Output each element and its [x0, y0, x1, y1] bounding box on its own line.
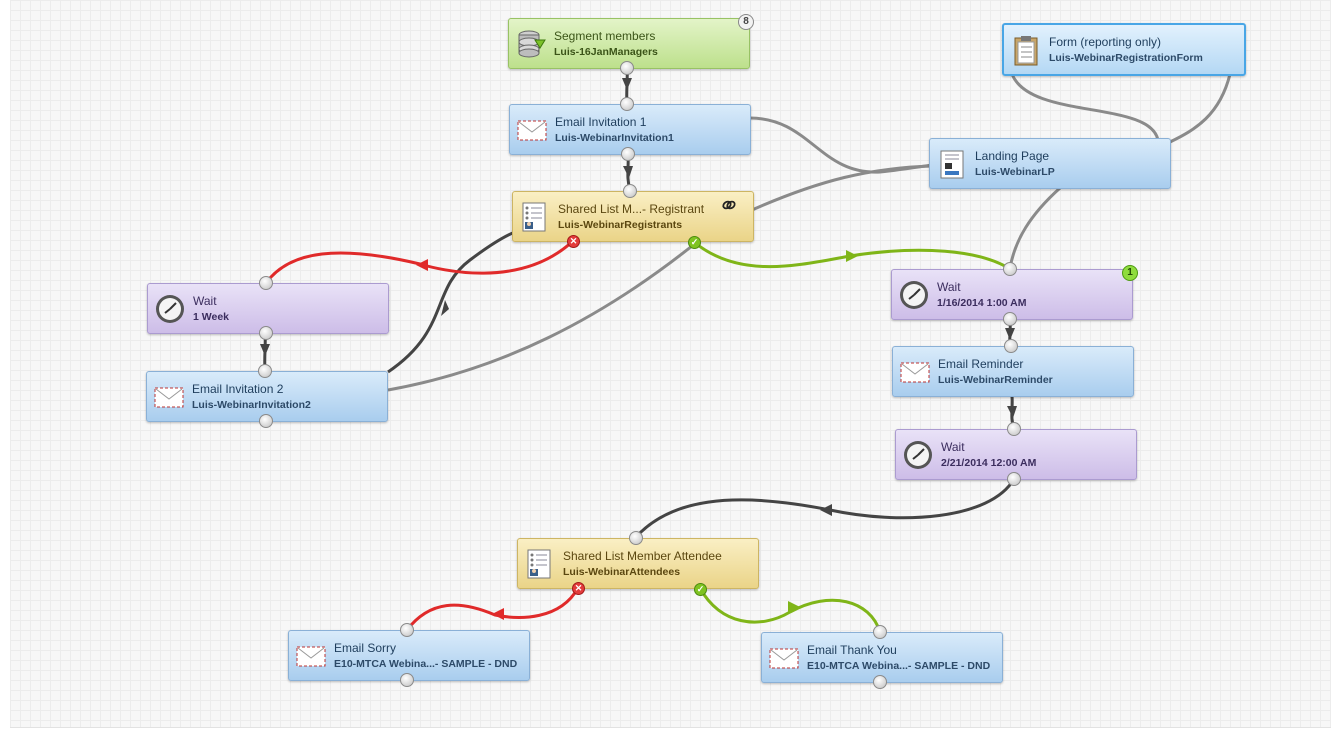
- node-title: Email Sorry: [334, 641, 397, 655]
- port-inv1-out[interactable]: [621, 147, 635, 161]
- port-registrant-in[interactable]: [623, 184, 637, 198]
- node-subtitle: Luis-16JanManagers: [554, 46, 658, 58]
- no-registrant-wait: [264, 239, 575, 284]
- node-subtitle: E10-MTCA Webina...- SAMPLE - DND: [334, 658, 518, 670]
- database-icon: [518, 30, 546, 58]
- envelope-icon: [517, 120, 547, 141]
- node-title: Wait: [937, 280, 961, 294]
- node-title: Landing Page: [975, 149, 1050, 163]
- node-subtitle: Luis-WebinarRegistrationForm: [1049, 52, 1203, 64]
- node-subtitle: Luis-WebinarReminder: [938, 374, 1053, 386]
- email-invitation-1-node[interactable]: Email Invitation 1 Luis-WebinarInvitatio…: [509, 104, 751, 155]
- port-wait-feb-out[interactable]: [1007, 472, 1021, 486]
- shared-list-registrant-node[interactable]: Shared List M...- Registrant Luis-Webina…: [512, 191, 754, 242]
- clock-icon: [156, 295, 184, 323]
- node-title: Form (reporting only): [1049, 35, 1162, 49]
- node-title: Shared List M...- Registrant: [558, 202, 705, 216]
- contact-count-badge: 1: [1122, 265, 1138, 281]
- email-sorry-node[interactable]: Email Sorry E10-MTCA Webina...- SAMPLE -…: [288, 630, 530, 681]
- contact-list-icon: [522, 202, 546, 232]
- no-branch-icon[interactable]: ✕: [567, 235, 580, 248]
- port-wait-week-out[interactable]: [259, 326, 273, 340]
- port-reminder-in[interactable]: [1004, 339, 1018, 353]
- port-sorry-in[interactable]: [400, 623, 414, 637]
- shared-list-attendee-node[interactable]: Shared List Member Attendee Luis-Webinar…: [517, 538, 759, 589]
- node-subtitle: 1 Week: [193, 311, 229, 323]
- port-thanks-in[interactable]: [873, 625, 887, 639]
- port-inv2-out[interactable]: [259, 414, 273, 428]
- node-title: Email Reminder: [938, 357, 1024, 371]
- node-title: Wait: [941, 440, 965, 454]
- wait-1-week-node[interactable]: Wait 1 Week: [147, 283, 389, 334]
- envelope-icon: [154, 387, 184, 408]
- envelope-icon: [900, 362, 930, 383]
- link-landing-wait: [1008, 186, 1062, 269]
- node-subtitle: Luis-WebinarInvitation2: [192, 399, 311, 411]
- yes-branch-icon[interactable]: ✓: [694, 583, 707, 596]
- clock-icon: [900, 281, 928, 309]
- node-subtitle: E10-MTCA Webina...- SAMPLE - DND: [807, 660, 991, 672]
- node-subtitle: Luis-WebinarLP: [975, 166, 1055, 178]
- node-subtitle: Luis-WebinarInvitation1: [555, 132, 674, 144]
- link-form-landing-left: [1010, 73, 1160, 141]
- port-inv1-in[interactable]: [620, 97, 634, 111]
- link-inv2-shared: [387, 240, 698, 392]
- node-title: Shared List Member Attendee: [563, 549, 722, 563]
- port-wait-jan-in[interactable]: [1003, 262, 1017, 276]
- flow-inv2-shared: [387, 230, 516, 374]
- clock-icon: [904, 441, 932, 469]
- node-title: Segment members: [554, 29, 656, 43]
- form-reporting-node[interactable]: Form (reporting only) Luis-WebinarRegist…: [1002, 23, 1246, 76]
- link-shared-landing: [751, 164, 933, 212]
- no-attendee-sorry: [405, 587, 580, 631]
- node-title: Email Invitation 1: [555, 115, 647, 129]
- link-icon: [722, 200, 736, 210]
- port-thanks-out[interactable]: [873, 675, 887, 689]
- email-thank-you-node[interactable]: Email Thank You E10-MTCA Webina...- SAMP…: [761, 632, 1003, 683]
- node-title: Email Invitation 2: [192, 382, 284, 396]
- port-wait-feb-in[interactable]: [1007, 422, 1021, 436]
- node-subtitle: 1/16/2014 1:00 AM: [937, 297, 1027, 309]
- port-attendee-in[interactable]: [629, 531, 643, 545]
- port-inv2-in[interactable]: [258, 364, 272, 378]
- yes-branch-icon[interactable]: ✓: [688, 236, 701, 249]
- link-inv1-landing: [749, 116, 933, 174]
- arrowheads: [260, 78, 1017, 620]
- member-count-badge: 8: [738, 14, 754, 30]
- landing-page-icon: [940, 150, 964, 179]
- email-reminder-node[interactable]: Email Reminder Luis-WebinarReminder: [892, 346, 1134, 397]
- envelope-icon: [296, 646, 326, 667]
- landing-page-node[interactable]: Landing Page Luis-WebinarLP: [929, 138, 1171, 189]
- node-title: Email Thank You: [807, 643, 897, 657]
- link-form-landing-right: [1169, 73, 1232, 144]
- node-title: Wait: [193, 294, 217, 308]
- node-subtitle: Luis-WebinarAttendees: [563, 566, 681, 578]
- node-subtitle: 2/21/2014 12:00 AM: [941, 457, 1037, 469]
- envelope-icon: [769, 648, 799, 669]
- port-segment-out[interactable]: [620, 61, 634, 75]
- port-sorry-out[interactable]: [400, 673, 414, 687]
- no-branch-icon[interactable]: ✕: [572, 582, 585, 595]
- clipboard-icon: [1014, 36, 1038, 66]
- port-wait-jan-out[interactable]: [1003, 312, 1017, 326]
- port-wait-week-in[interactable]: [259, 276, 273, 290]
- contact-list-icon: [527, 549, 551, 579]
- node-subtitle: Luis-WebinarRegistrants: [558, 219, 683, 231]
